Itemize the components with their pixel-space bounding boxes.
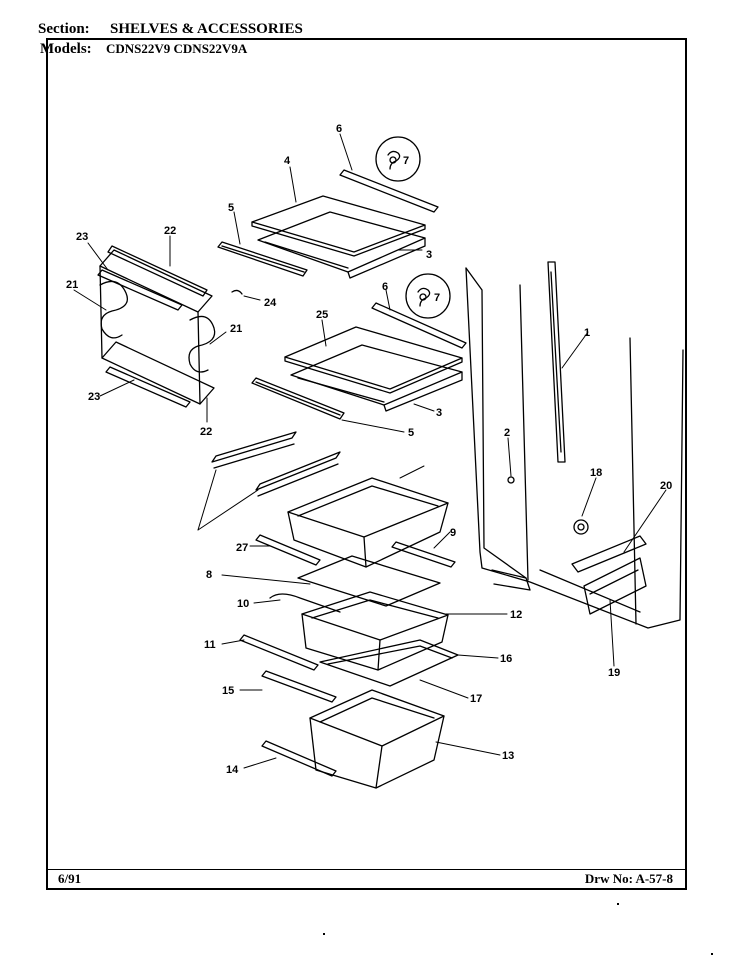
- middle-shelf-rail: [251, 377, 345, 420]
- left-slide-rail: [211, 431, 297, 463]
- section-heading: Section: SHELVES & ACCESSORIES: [38, 20, 303, 38]
- callout-6-upper: 6: [336, 123, 342, 135]
- models-heading: Models: CDNS22V9 CDNS22V9A: [40, 40, 247, 58]
- upper-shelf-glass: [251, 195, 426, 253]
- models-label: Models:: [40, 41, 92, 57]
- middle-shelf-hardware-circle: [405, 273, 451, 319]
- callout-23-upper: 23: [76, 231, 88, 243]
- callout-21-right: 21: [230, 323, 242, 335]
- crisper-rear-trim: [391, 541, 456, 568]
- diagram-frame: 6/91 Drw No: A-57-8: [46, 38, 687, 890]
- clip-icon: [387, 150, 401, 170]
- callout-15: 15: [222, 685, 234, 697]
- callout-23-lower: 23: [88, 391, 100, 403]
- callout-18: 18: [590, 467, 602, 479]
- crisper-cover-glass: [297, 555, 441, 607]
- callout-22-lower: 22: [200, 426, 212, 438]
- callout-8: 8: [206, 569, 212, 581]
- liner-left-wall: [465, 267, 527, 579]
- callout-25: 25: [316, 309, 328, 321]
- crisper-drawer-divider: [319, 639, 459, 687]
- callout-7-upper: 7: [403, 155, 409, 167]
- bottom-drawer: [261, 689, 445, 789]
- liner-cover-plate: [583, 557, 647, 615]
- footer-divider: [48, 869, 685, 870]
- right-slide-rail: [255, 451, 341, 491]
- thermostat-knob: [573, 519, 589, 535]
- bottom-drawer-slide: [261, 740, 337, 777]
- upper-shelf-rail: [217, 241, 308, 277]
- right-support-hook: [188, 315, 216, 373]
- callout-22-upper: 22: [164, 225, 176, 237]
- liner-divider: [519, 284, 529, 581]
- callout-3-middle: 3: [436, 407, 442, 419]
- callout-5-middle: 5: [408, 427, 414, 439]
- lower-bracket-bar: [101, 341, 215, 405]
- crisper-lower-trim: [261, 670, 337, 703]
- callout-27: 27: [236, 542, 248, 554]
- callout-3-upper: 3: [426, 249, 432, 261]
- section-title: SHELVES & ACCESSORIES: [110, 21, 303, 37]
- liner-screw: [507, 476, 515, 484]
- upper-drawer: [287, 477, 449, 568]
- crisper-left-slide: [239, 634, 319, 671]
- middle-shelf-trim: [371, 302, 467, 349]
- bottom-bracket-trim: [105, 366, 191, 408]
- callout-17: 17: [470, 693, 482, 705]
- shelf-ladder-rail: [547, 261, 566, 463]
- upper-shelf-edge: [251, 221, 426, 257]
- callout-19: 19: [608, 667, 620, 679]
- upper-shelf-assembly: [217, 136, 439, 279]
- callout-12: 12: [510, 609, 522, 621]
- crisper-drawer: [239, 591, 459, 703]
- scan-speck: [617, 903, 619, 905]
- upper-shelf-trim: [339, 169, 439, 213]
- middle-shelf-assembly: [251, 273, 467, 420]
- upper-bracket-bar: [99, 249, 213, 313]
- callout-labels: 4 6 7 5 3 22 23 21 21 23 22 24 25 6 7 3 …: [66, 123, 672, 776]
- callout-24: 24: [264, 297, 277, 309]
- cabinet-liner: [465, 261, 684, 629]
- crisper-frame-edge: [269, 593, 341, 613]
- callout-20: 20: [660, 480, 672, 492]
- upper-drawer-rim: [287, 477, 449, 538]
- footer-drawing-number: Drw No: A-57-8: [584, 871, 673, 886]
- middle-shelf-frame: [290, 344, 463, 406]
- upper-shelf-hardware-circle: [375, 136, 421, 182]
- scan-speck: [711, 953, 713, 955]
- callout-16: 16: [500, 653, 512, 665]
- callout-4: 4: [284, 155, 291, 167]
- callout-5-upper: 5: [228, 202, 234, 214]
- callout-9: 9: [450, 527, 456, 539]
- callout-21-left: 21: [66, 279, 78, 291]
- callout-leaders: [73, 133, 667, 769]
- clip-icon: [417, 287, 431, 307]
- crisper-cover-assembly: [255, 534, 456, 613]
- left-support-hook: [99, 280, 129, 339]
- footer-date: 6/91: [58, 871, 82, 886]
- crisper-front-trim: [255, 534, 321, 566]
- callout-6-middle: 6: [382, 281, 388, 293]
- section-label: Section:: [38, 21, 90, 37]
- screw-icon: [231, 289, 243, 295]
- callout-10: 10: [237, 598, 249, 610]
- crisper-drawer-rim: [301, 591, 449, 641]
- scan-speck: [323, 933, 325, 935]
- callout-7-middle: 7: [434, 292, 440, 304]
- models-list: CDNS22V9 CDNS22V9A: [106, 41, 248, 56]
- upper-shelf-frame: [257, 211, 426, 273]
- top-bracket-trim: [97, 269, 183, 311]
- shelf-bracket-assembly: [97, 245, 243, 408]
- drawer-slide-rails: [211, 431, 341, 497]
- liner-trim-strip: [571, 535, 647, 573]
- callout-14: 14: [226, 764, 239, 776]
- callout-13: 13: [502, 750, 514, 762]
- callout-2: 2: [504, 427, 510, 439]
- callout-11: 11: [204, 639, 216, 651]
- callout-1: 1: [584, 327, 590, 339]
